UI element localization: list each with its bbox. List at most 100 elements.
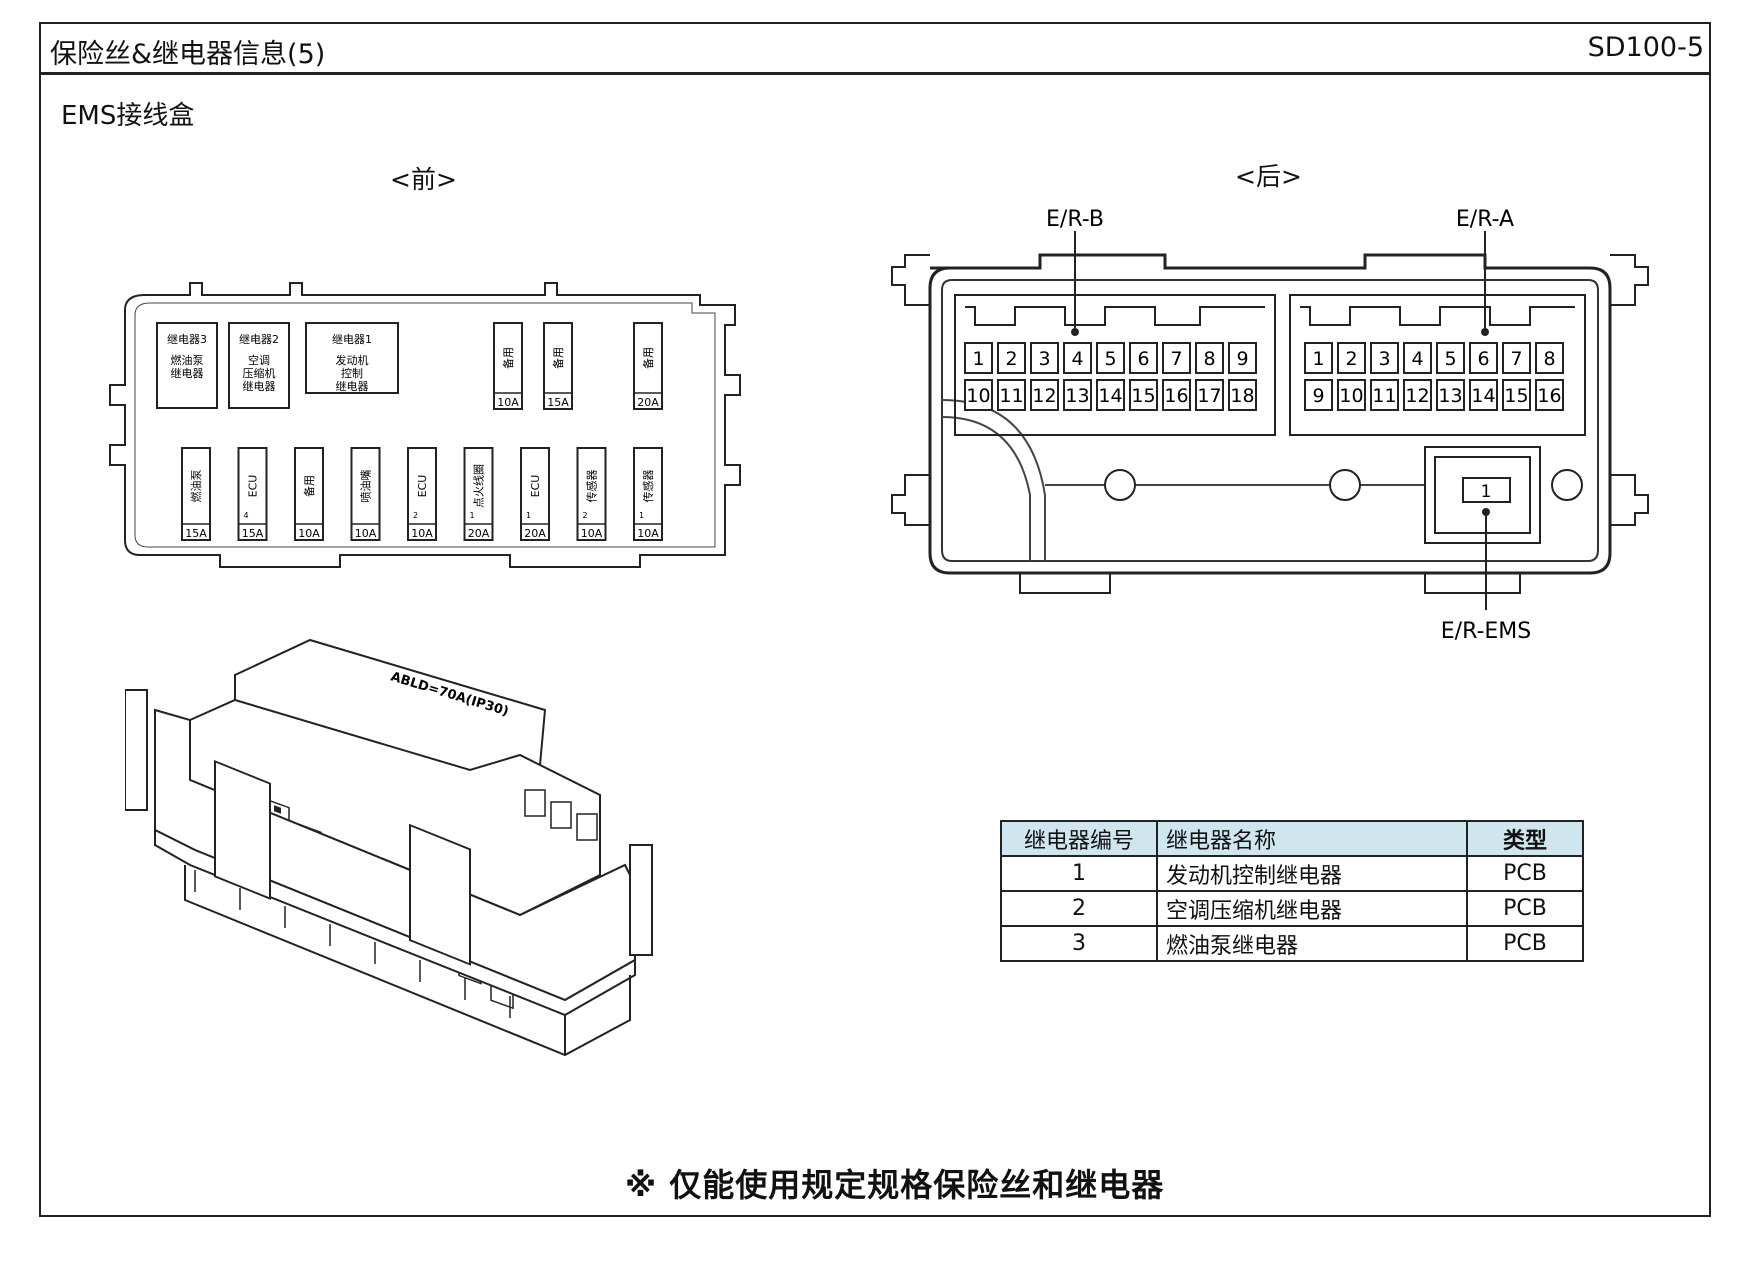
connector-a-marker (1481, 328, 1489, 336)
connector-a-shell (1289, 294, 1586, 436)
connector-b-shell (954, 294, 1276, 436)
fuse-top-1: 备用 10A (493, 322, 523, 410)
connector-pin-number: 6 (1477, 348, 1489, 370)
connector-pin-number: 2 (1005, 348, 1017, 370)
connector-pin (997, 342, 1026, 374)
connector-pin (1096, 379, 1125, 411)
connector-pin (1096, 342, 1125, 374)
connector-pin-number: 2 (1345, 348, 1357, 370)
rear-mount-left-bottom (891, 474, 930, 526)
relay-type: PCB (1466, 925, 1584, 962)
fuse-label: 传感器 (642, 470, 655, 503)
connector-pin-number: 4 (1071, 348, 1083, 370)
iso-clip-left (214, 759, 271, 900)
connector-pin (1304, 342, 1333, 374)
fuse-label: 备用 (641, 347, 655, 369)
table-row: 2 空调压缩机继电器 PCB (1000, 890, 1584, 927)
iso-relay-slot (550, 801, 572, 829)
connector-pin (1228, 342, 1257, 374)
header-separator (39, 72, 1711, 75)
connector-pin (1535, 379, 1564, 411)
connector-pin (1469, 342, 1498, 374)
connector-pin (1370, 342, 1399, 374)
fuse-label: 传感器 (586, 470, 599, 503)
relay-table-header-number: 继电器编号 (1000, 820, 1158, 857)
connector-pin (1162, 379, 1191, 411)
connector-pin-number: 10 (1339, 385, 1363, 407)
fuse-index: 2 (413, 511, 418, 520)
connector-ems-pin-number: 1 (1481, 482, 1492, 502)
relay-block-outline (305, 322, 399, 394)
fuse-label: 备用 (501, 347, 515, 369)
connector-pin-number: 14 (1098, 385, 1122, 407)
iso-relay-slot (576, 813, 598, 841)
relay-block-text: 控制 (341, 366, 363, 380)
relay-type: PCB (1466, 855, 1584, 892)
front-housing-inner-outline (134, 302, 716, 548)
rear-hole-3 (1551, 469, 1583, 501)
junction-box-3d-view: ABLD=70A(IP30) (125, 638, 653, 1057)
rear-view-label: <后> (1235, 162, 1302, 191)
relay-table-header-name: 继电器名称 (1156, 820, 1468, 857)
connector-pin (964, 342, 993, 374)
table-row: 3 燃油泵继电器 PCB (1000, 925, 1584, 962)
fuse-bottom-9: 传感器 1 10A (633, 447, 663, 541)
connector-pin (1337, 342, 1366, 374)
connector-pin-number: 5 (1444, 348, 1456, 370)
fuse-label: 燃油泵 (189, 470, 203, 503)
connector-pin-number: 15 (1131, 385, 1155, 407)
connector-a-name: E/R-A (1456, 207, 1514, 232)
connector-pin-number: 3 (1038, 348, 1050, 370)
fuse-top-3: 备用 20A (633, 322, 663, 410)
connector-pin-number: 11 (1372, 385, 1396, 407)
connector-pin (1403, 342, 1432, 374)
fuse-index: 1 (639, 511, 644, 520)
connector-pin (1535, 342, 1564, 374)
relay-block-text: 空调 (248, 353, 270, 367)
fuse-rating: 20A (637, 396, 659, 409)
connector-pin-number: 1 (972, 348, 984, 370)
fuse-label: 喷油嘴 (359, 470, 373, 503)
front-view-label: <前> (390, 165, 457, 194)
fuse-outline (543, 322, 573, 410)
iso-body-bottom (154, 828, 636, 1017)
connector-pin (1063, 379, 1092, 411)
connector-a-top-notches (1300, 306, 1575, 326)
fuse-rating: 10A (637, 527, 659, 540)
connector-pin-number: 1 (1312, 348, 1324, 370)
connector-e-r-ems: 1 (1424, 446, 1541, 610)
fuse-rating: 10A (497, 396, 519, 409)
connector-pin-number: 10 (966, 385, 990, 407)
connector-pin-number: 17 (1197, 385, 1221, 407)
relay-info-table: 继电器编号 继电器名称 类型 1 发动机控制继电器 PCB 2 空调压缩机继电器… (1000, 820, 1584, 962)
section-title: EMS接线盒 (61, 101, 195, 131)
fuse-rating: 20A (468, 527, 490, 540)
iso-clip-front (125, 689, 148, 811)
connector-pin-number: 15 (1504, 385, 1528, 407)
fuse-rating: 20A (524, 527, 546, 540)
iso-clip-end (629, 844, 653, 956)
connector-ems-inner (1434, 456, 1531, 534)
connector-pin (1162, 342, 1191, 374)
connector-pin (1195, 342, 1224, 374)
connector-pin (1129, 342, 1158, 374)
rear-housing-inner (941, 279, 1599, 562)
connector-pin (1030, 342, 1059, 374)
fuse-index: 1 (470, 511, 475, 520)
fuse-rating: 10A (581, 527, 603, 540)
fuse-label: 备用 (551, 347, 565, 369)
fuse-index: 4 (244, 511, 249, 520)
connector-b-top-notches (965, 306, 1265, 326)
connector-ems-name: E/R-EMS (1441, 619, 1532, 644)
relay-table-header-row: 继电器编号 继电器名称 类型 (1000, 820, 1584, 857)
relay-block-outline (228, 322, 290, 409)
